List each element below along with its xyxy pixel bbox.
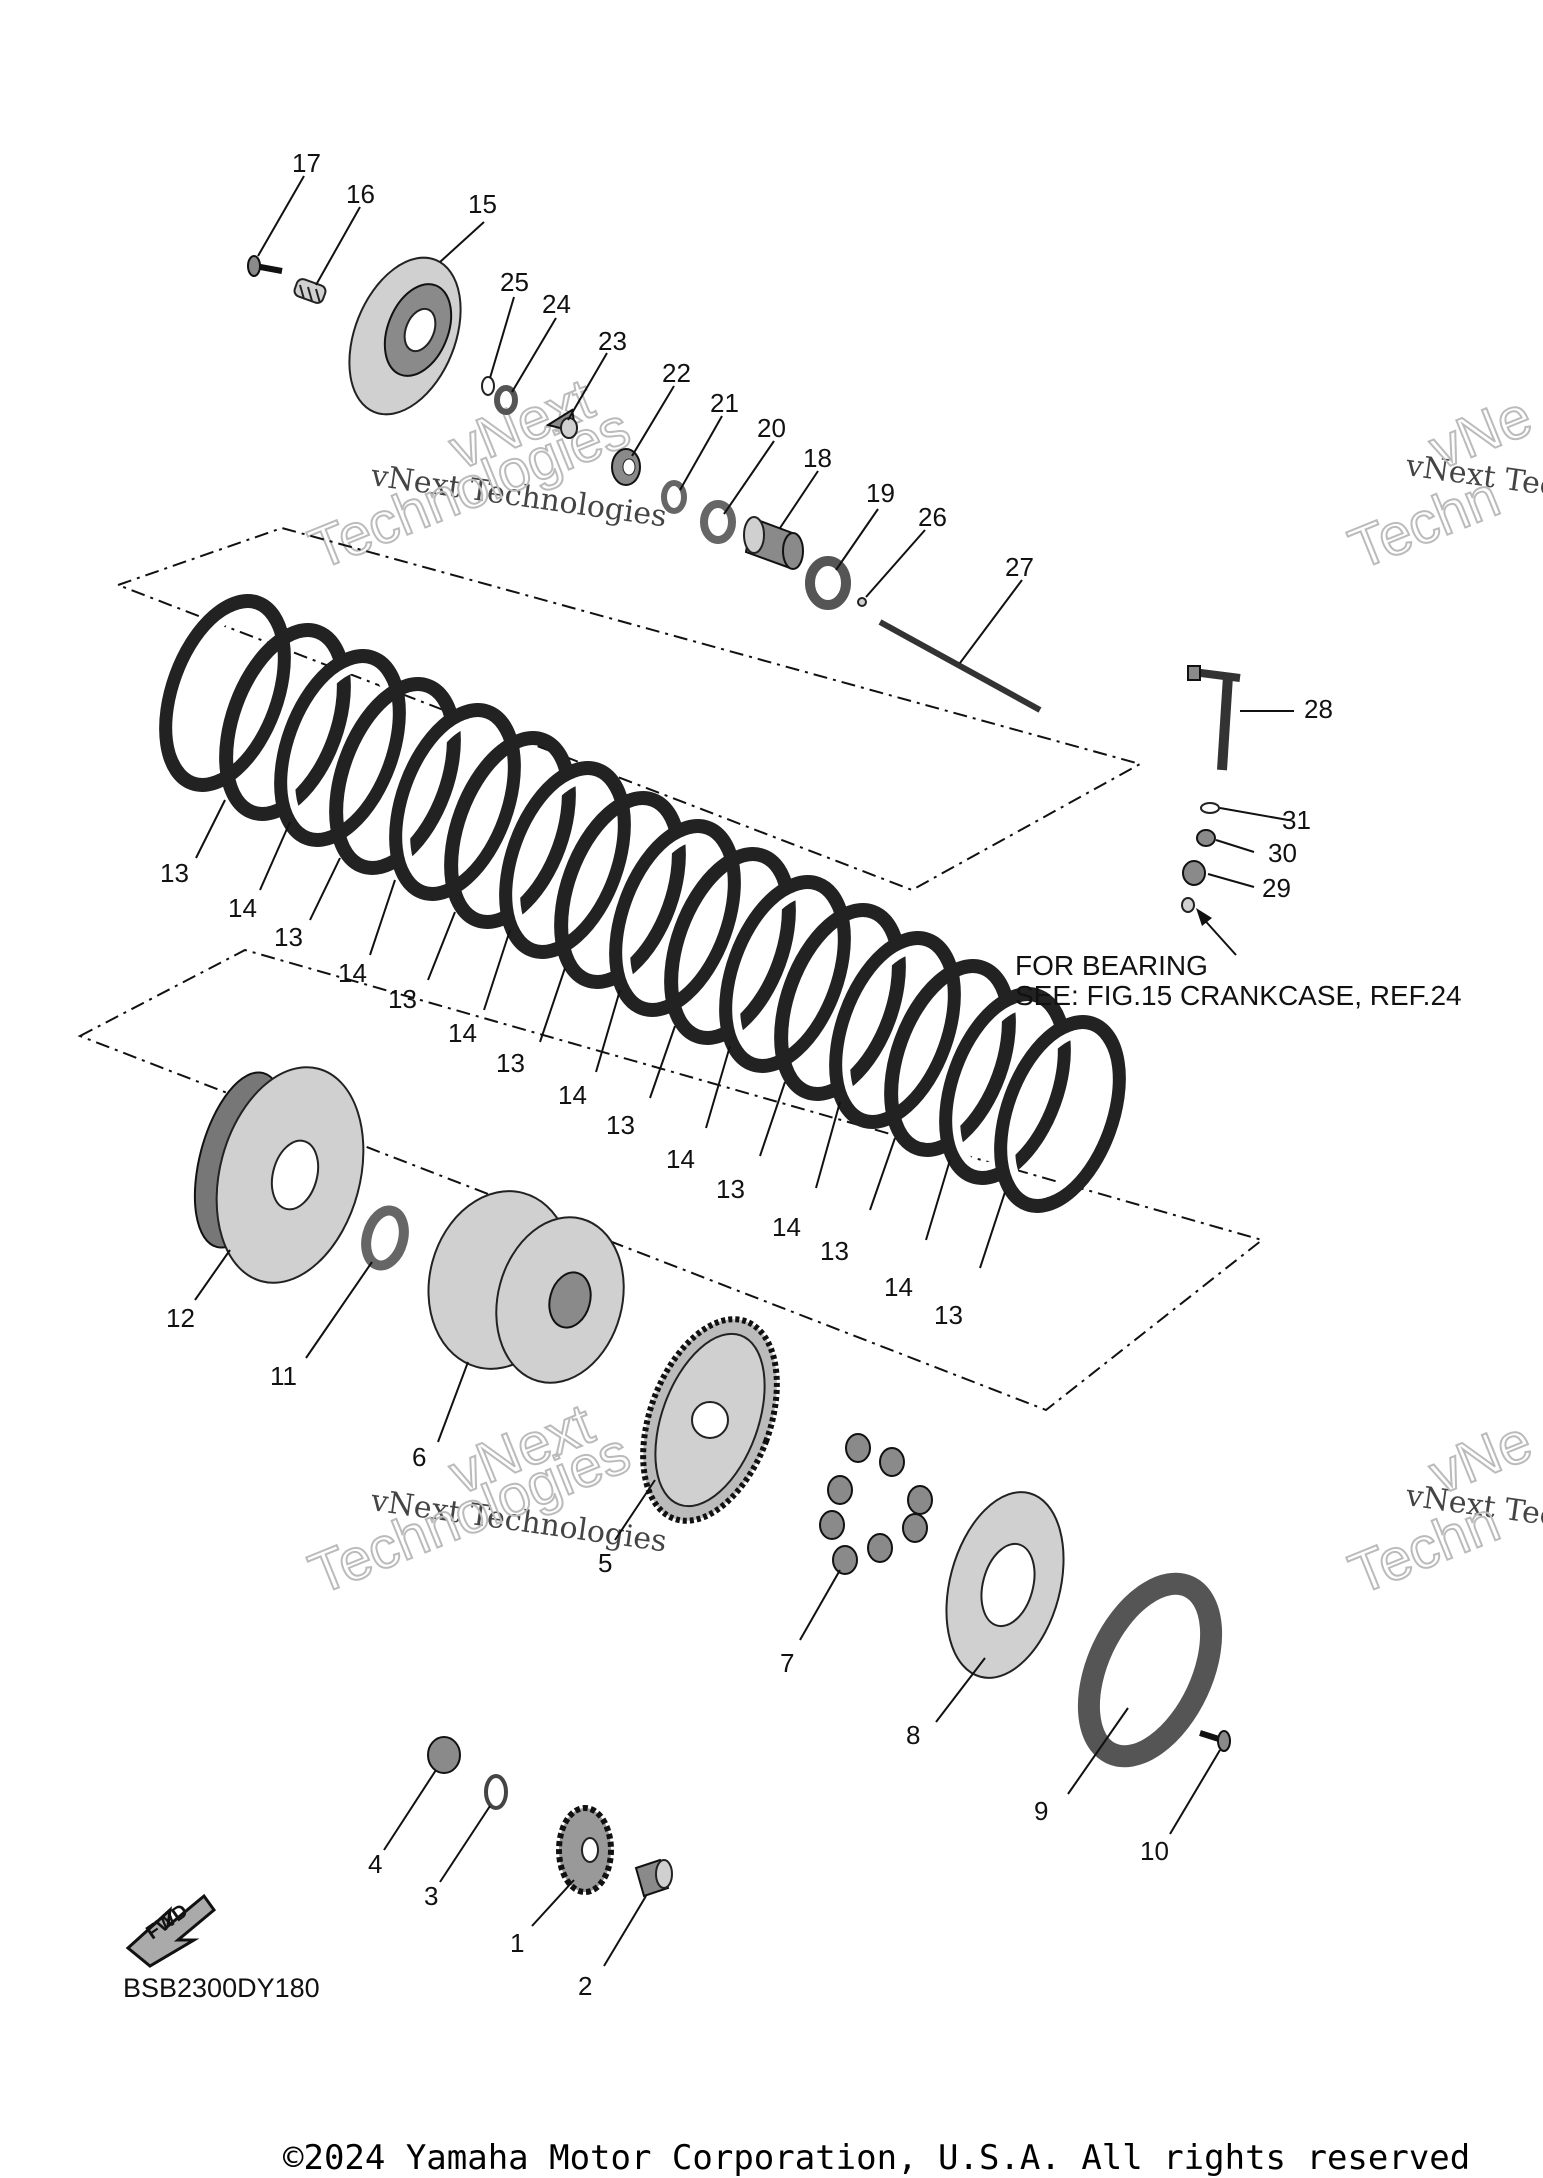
callout-3: 3 — [424, 1881, 438, 1911]
part-30-washer — [1196, 829, 1216, 847]
watermark-top-right: vNext Tec vNe Techn — [1340, 382, 1543, 583]
callout-18: 18 — [803, 443, 832, 473]
callout-4: 4 — [368, 1849, 382, 1879]
part-2-collar — [634, 1858, 673, 1898]
part-3-washer — [484, 1774, 508, 1810]
callout-20: 20 — [757, 413, 786, 443]
bearing-note-line2: SEE: FIG.15 CRANKCASE, REF.24 — [1015, 980, 1462, 1011]
callout-plate-13: 13 — [820, 1236, 849, 1266]
callout-8: 8 — [906, 1720, 920, 1750]
part-16-spring — [293, 278, 327, 304]
part-4-nut — [427, 1736, 461, 1774]
callout-plate-13: 13 — [716, 1174, 745, 1204]
part-8-plate — [945, 1491, 1065, 1679]
part-31-circlip — [1200, 802, 1220, 814]
callout-1: 1 — [510, 1928, 524, 1958]
callout-plate-14: 14 — [666, 1144, 695, 1174]
callout-25: 25 — [500, 267, 529, 297]
part-12-primary-driven-gear — [193, 1066, 365, 1284]
callout-9: 9 — [1034, 1796, 1048, 1826]
part-19-bearing — [805, 556, 851, 610]
bearing-note: FOR BEARING SEE: FIG.15 CRANKCASE, REF.2… — [1015, 950, 1462, 1011]
part-15-pressure-plate — [348, 256, 462, 416]
callout-23: 23 — [598, 326, 627, 356]
part-29-oil-seal — [1182, 860, 1206, 886]
callout-plate-14: 14 — [558, 1080, 587, 1110]
part-26-ball — [857, 597, 867, 607]
callout-17: 17 — [292, 148, 321, 178]
callout-29: 29 — [1262, 873, 1291, 903]
part-5-gear — [640, 1316, 780, 1524]
callout-plate-13: 13 — [606, 1110, 635, 1140]
part-21-washer — [661, 480, 687, 514]
callout-10: 10 — [1140, 1836, 1169, 1866]
callout-22: 22 — [662, 358, 691, 388]
callout-26: 26 — [918, 502, 947, 532]
part-9-ring — [1077, 1572, 1223, 1768]
callout-plate-13: 13 — [934, 1300, 963, 1330]
part-22-bearing — [611, 448, 641, 486]
callout-5: 5 — [598, 1548, 612, 1578]
callout-plate-13: 13 — [274, 922, 303, 952]
part-25-circlip — [481, 376, 495, 396]
leader-lines — [194, 175, 1294, 1967]
callout-27: 27 — [1005, 552, 1034, 582]
plate-group-outline — [115, 526, 1143, 892]
part-7-rollers — [819, 1433, 933, 1575]
callout-6: 6 — [412, 1442, 426, 1472]
part-20-washer — [700, 500, 736, 544]
part-17-bolt — [247, 255, 283, 277]
callout-labels: 17 16 15 25 24 23 22 21 20 18 19 26 27 2… — [166, 148, 1333, 2001]
callout-21: 21 — [710, 388, 739, 418]
clutch-plate-stack — [159, 594, 1126, 1213]
callout-2: 2 — [578, 1971, 592, 2001]
callout-7: 7 — [780, 1648, 794, 1678]
copyright-notice: ©2024 Yamaha Motor Corporation, U.S.A. A… — [283, 2138, 1471, 2178]
figure-code: BSB2300DY180 — [123, 1973, 320, 2003]
callout-19: 19 — [866, 478, 895, 508]
plate-callout-labels: 13 14 13 14 13 14 13 14 13 14 13 14 13 1… — [160, 858, 963, 1330]
part-24-washer — [494, 385, 518, 415]
fwd-arrow-icon: FWD — [125, 1893, 217, 1968]
part-6-clutch-boss — [427, 1190, 625, 1384]
callout-plate-13: 13 — [388, 984, 417, 1014]
callout-plate-13: 13 — [160, 858, 189, 888]
bearing-arrow — [1196, 908, 1237, 956]
part-28-lever — [1187, 665, 1241, 771]
hub-group-outline — [77, 948, 1265, 1412]
callout-plate-14: 14 — [448, 1018, 477, 1048]
watermark-bottom-right: vNext Tec vNe Techn — [1340, 1407, 1543, 1608]
callout-15: 15 — [468, 189, 497, 219]
callout-plate-14: 14 — [884, 1272, 913, 1302]
part-1-gear — [556, 1805, 614, 1895]
bearing-reference-part — [1181, 897, 1195, 913]
callout-31: 31 — [1282, 805, 1311, 835]
callout-plate-14: 14 — [228, 893, 257, 923]
callout-24: 24 — [542, 289, 571, 319]
callout-30: 30 — [1268, 838, 1297, 868]
callout-12: 12 — [166, 1303, 195, 1333]
bearing-note-line1: FOR BEARING — [1015, 950, 1208, 981]
watermark-bottom-left: vNext Technologies vNext Technologies — [300, 1390, 669, 1608]
callout-plate-14: 14 — [772, 1212, 801, 1242]
part-10-bolt — [1199, 1730, 1231, 1752]
callout-16: 16 — [346, 179, 375, 209]
part-11-thrust-washer — [361, 1205, 409, 1271]
callout-28: 28 — [1304, 694, 1333, 724]
callout-plate-14: 14 — [338, 958, 367, 988]
callout-11: 11 — [270, 1361, 297, 1391]
part-27-push-rod — [878, 619, 1042, 713]
part-18-sleeve — [743, 516, 804, 570]
callout-plate-13: 13 — [496, 1048, 525, 1078]
